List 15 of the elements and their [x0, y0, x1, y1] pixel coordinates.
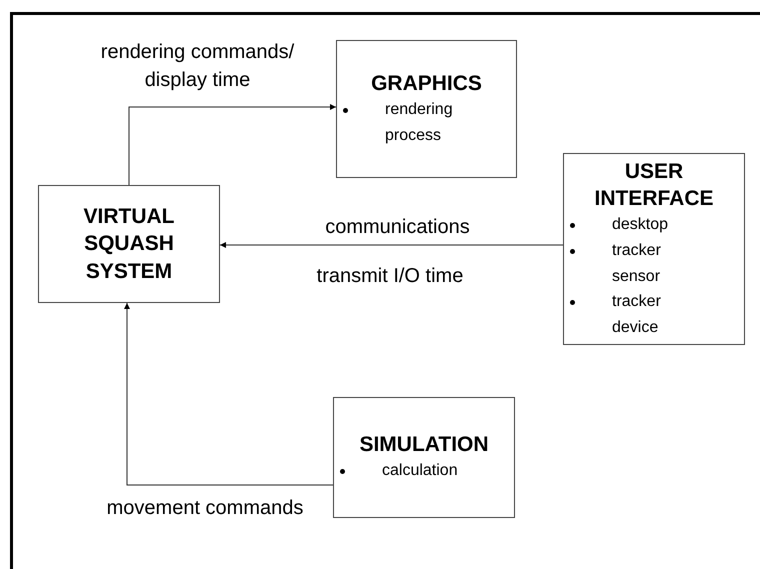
process-box [38, 185, 220, 303]
process-box [563, 153, 745, 345]
arrow [220, 242, 564, 248]
box-title: SIMULATION [359, 432, 489, 458]
box-title: USER INTERFACE [593, 158, 714, 212]
bullet-item: rendering process [337, 97, 516, 148]
process-box [336, 40, 517, 178]
box-title: VIRTUAL SQUASH SYSTEM [82, 204, 176, 285]
process-box [333, 397, 515, 518]
box-title: GRAPHICS [371, 70, 482, 97]
bullet-item: tracker device [564, 289, 744, 340]
arrow [128, 104, 336, 186]
bullet-item: desktop [564, 212, 744, 238]
arrow [124, 302, 334, 486]
bullet-item: calculation [334, 458, 514, 484]
